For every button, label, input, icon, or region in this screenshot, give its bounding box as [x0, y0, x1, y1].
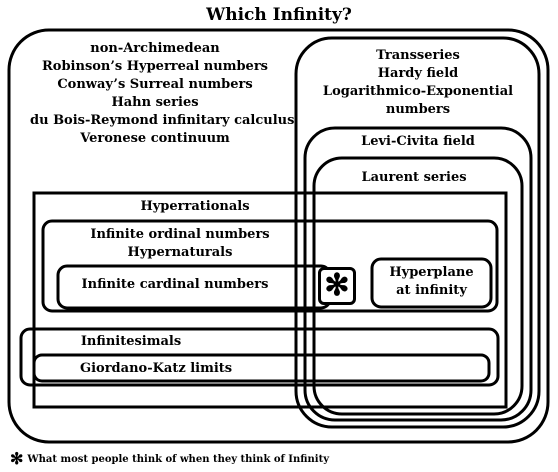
asterisk-box: ✻ — [318, 267, 356, 305]
laurent-region — [312, 156, 524, 416]
transseries-label-list: Transseries Hardy field Logarithmico-Exp… — [316, 47, 520, 119]
label-numbers: numbers — [385, 102, 451, 117]
outer-region — [7, 28, 550, 444]
label-log-exp: Logarithmico-Exponential — [322, 84, 514, 99]
label-transseries: Transseries — [376, 48, 460, 63]
diagram-title: Which Infinity? — [206, 5, 352, 25]
transseries-region — [294, 36, 541, 429]
infinitesimals-region — [19, 327, 500, 387]
footnote-asterisk-icon: ✻ — [10, 449, 24, 468]
hyperrationals-region — [32, 191, 508, 409]
hyperplane-label: Hyperplane at infinity — [372, 264, 491, 300]
footnote: ✻What most people think of when they thi… — [10, 449, 329, 468]
label-hardy-field: Hardy field — [377, 66, 459, 81]
label-surreal: Conway’s Surreal numbers — [57, 77, 253, 92]
outer-label-list: non-Archimedean Robinson’s Hyperreal num… — [30, 40, 295, 148]
label-veronese: Veronese continuum — [80, 131, 230, 146]
label-du-bois-reymond: du Bois-Reymond infinitary calculus — [30, 113, 295, 128]
ordinal-label-list: Infinite ordinal numbers Hypernaturals — [60, 226, 300, 262]
label-cardinal: Infinite cardinal numbers — [81, 277, 269, 292]
asterisk-icon: ✻ — [324, 268, 350, 303]
giordano-katz-region — [32, 353, 491, 383]
label-giordano-katz: Giordano-Katz limits — [80, 361, 233, 376]
ordinal-region — [41, 219, 499, 313]
label-non-archimedean: non-Archimedean — [90, 41, 220, 56]
label-laurent: Laurent series — [361, 170, 467, 185]
label-hyperreal: Robinson’s Hyperreal numbers — [41, 59, 268, 74]
levi-civita-region — [303, 126, 533, 422]
label-hyperplane: Hyperplane — [389, 265, 474, 280]
footnote-text: What most people think of when they thin… — [27, 454, 330, 465]
label-levi-civita: Levi-Civita field — [361, 134, 475, 149]
hyperplane-region — [370, 257, 493, 309]
label-hahn-series: Hahn series — [111, 95, 199, 110]
label-at-infinity: at infinity — [396, 283, 467, 298]
label-infinitesimals: Infinitesimals — [80, 334, 182, 349]
label-hypernaturals: Hypernaturals — [127, 245, 233, 260]
label-hyperrationals: Hyperrationals — [140, 199, 250, 214]
label-ordinal: Infinite ordinal numbers — [90, 227, 270, 242]
